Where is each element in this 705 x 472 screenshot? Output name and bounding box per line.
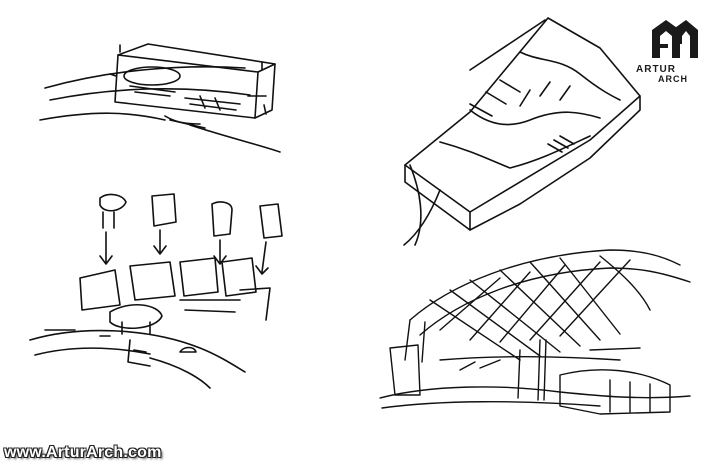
logo-text-arch: ARCH [658, 74, 688, 84]
website-watermark: www.ArturArch.com [4, 444, 162, 461]
canopy-perspective-sketch [379, 249, 691, 415]
artur-arch-logo: ARTUR ARCH [636, 14, 698, 88]
artur-arch-logo-mark [652, 20, 698, 58]
logo-text-artur: ARTUR [636, 64, 676, 75]
building-section-sketch [39, 43, 281, 153]
aerial-model-sketch [403, 17, 641, 246]
massing-concept-sketch [29, 193, 283, 389]
